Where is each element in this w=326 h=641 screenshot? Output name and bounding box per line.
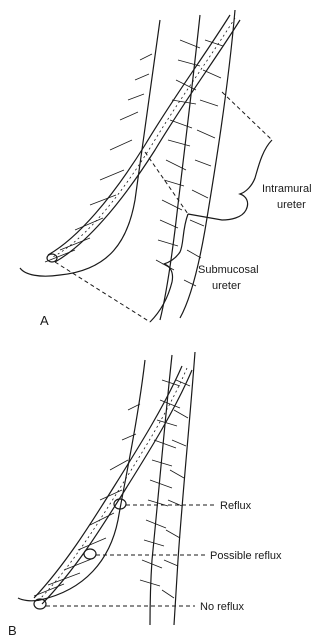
intramural-label-line1: Intramural	[262, 183, 312, 195]
panel-a-letter: A	[40, 313, 49, 328]
panel-a-braces	[150, 140, 272, 322]
orifice-possible-reflux	[84, 549, 96, 559]
submucosal-label-line1: Submucosal	[198, 264, 259, 276]
panel-b: Reflux Possible reflux No reflux B	[8, 352, 282, 638]
intramural-brace	[188, 140, 272, 220]
no-reflux-label: No reflux	[200, 601, 245, 613]
panel-b-letter: B	[8, 623, 17, 638]
submucosal-label-line2: ureter	[212, 280, 241, 292]
intramural-label-line2: ureter	[277, 199, 306, 211]
bladder-wall-b	[18, 352, 195, 625]
reflux-label: Reflux	[220, 500, 252, 512]
ureter-b	[34, 366, 192, 609]
submucosal-brace	[150, 214, 188, 322]
possible-reflux-label: Possible reflux	[210, 550, 282, 562]
panel-a: Intramural ureter Submucosal ureter A	[20, 10, 312, 328]
panel-b-leaders	[46, 505, 215, 606]
